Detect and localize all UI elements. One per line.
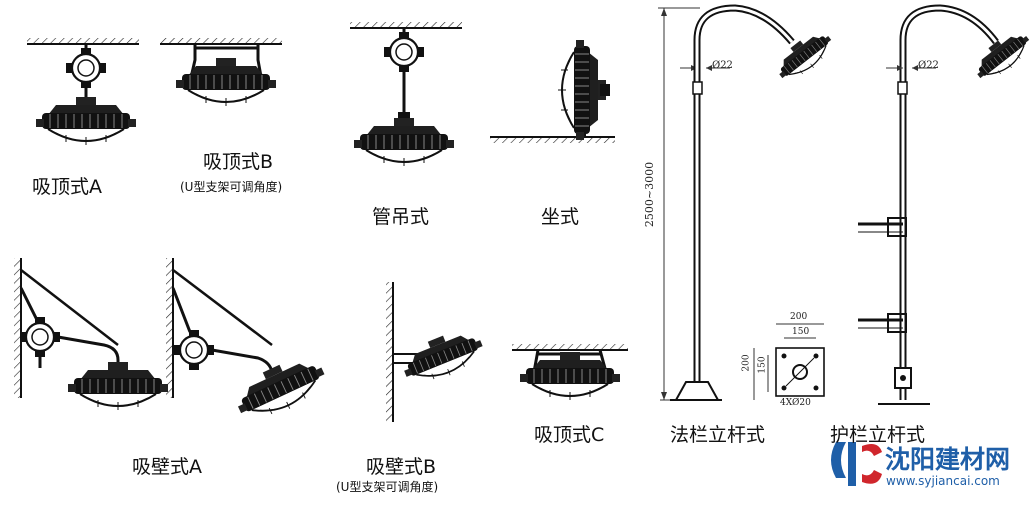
ceiling-mount-b-note: (U型支架可调角度) bbox=[180, 180, 283, 194]
pipe-pendant-drawing bbox=[350, 22, 462, 167]
pole-height-dim: 2500~3000 bbox=[643, 161, 657, 228]
ceiling-mount-c-label: 吸顶式C bbox=[534, 424, 605, 446]
guard-pole-drawing bbox=[858, 4, 1035, 405]
flange-pole-drawing bbox=[658, 4, 839, 401]
pipe-diameter-dim-1: Ø22 bbox=[712, 60, 733, 71]
ceiling-mount-b-label: 吸顶式B bbox=[203, 151, 274, 173]
watermark-url: www.syjiancai.com bbox=[886, 474, 1000, 488]
wall-mount-a-variant-drawing bbox=[166, 258, 333, 430]
base-height-200: 200 bbox=[741, 354, 752, 372]
base-plate-detail bbox=[753, 323, 825, 400]
watermark-logo-icon bbox=[831, 442, 882, 486]
wall-mount-b-drawing bbox=[386, 282, 489, 422]
watermark-name: 沈阳建材网 bbox=[885, 445, 1011, 474]
ceiling-mount-c-drawing bbox=[512, 344, 628, 401]
base-height-150: 150 bbox=[757, 356, 768, 374]
pipe-diameter-dim-2: Ø22 bbox=[918, 60, 939, 71]
bolt-spec: 4XØ20 bbox=[780, 398, 811, 408]
pipe-pendant-label: 管吊式 bbox=[372, 206, 430, 228]
ceiling-mount-a-label: 吸顶式A bbox=[32, 176, 102, 198]
ceiling-mount-a-drawing bbox=[27, 38, 139, 146]
seat-mount-label: 坐式 bbox=[541, 206, 580, 228]
wall-mount-b-note: (U型支架可调角度) bbox=[336, 480, 439, 494]
wall-mount-a-drawing bbox=[14, 258, 169, 411]
guard-pole-label: 护栏立杆式 bbox=[830, 424, 926, 446]
wall-mount-a-label: 吸壁式A bbox=[132, 456, 202, 478]
ceiling-mount-b-drawing bbox=[160, 38, 282, 107]
wall-mount-b-label: 吸壁式B bbox=[366, 456, 437, 478]
base-width-150: 150 bbox=[792, 327, 810, 337]
seat-mount-drawing bbox=[490, 39, 615, 143]
base-width-200: 200 bbox=[790, 312, 808, 322]
flange-pole-label: 法栏立杆式 bbox=[670, 424, 766, 446]
